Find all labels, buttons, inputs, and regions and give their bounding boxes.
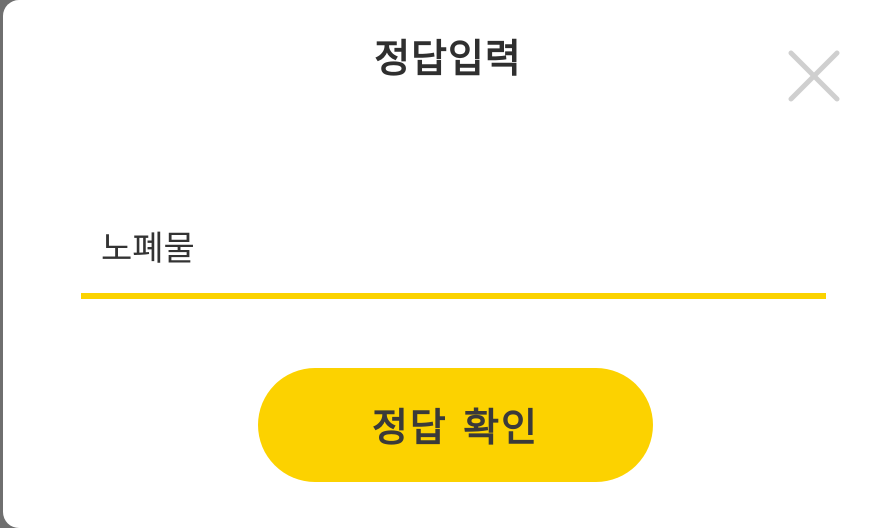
close-icon <box>788 50 840 102</box>
answer-field <box>81 200 826 300</box>
dialog-title: 정답입력 <box>374 37 522 82</box>
confirm-answer-button[interactable]: 정답 확인 <box>258 368 653 482</box>
answer-dialog: 정답입력 정답 확인 <box>3 0 893 528</box>
input-underline <box>81 293 826 299</box>
close-button[interactable] <box>783 45 845 107</box>
answer-input[interactable] <box>81 200 826 290</box>
